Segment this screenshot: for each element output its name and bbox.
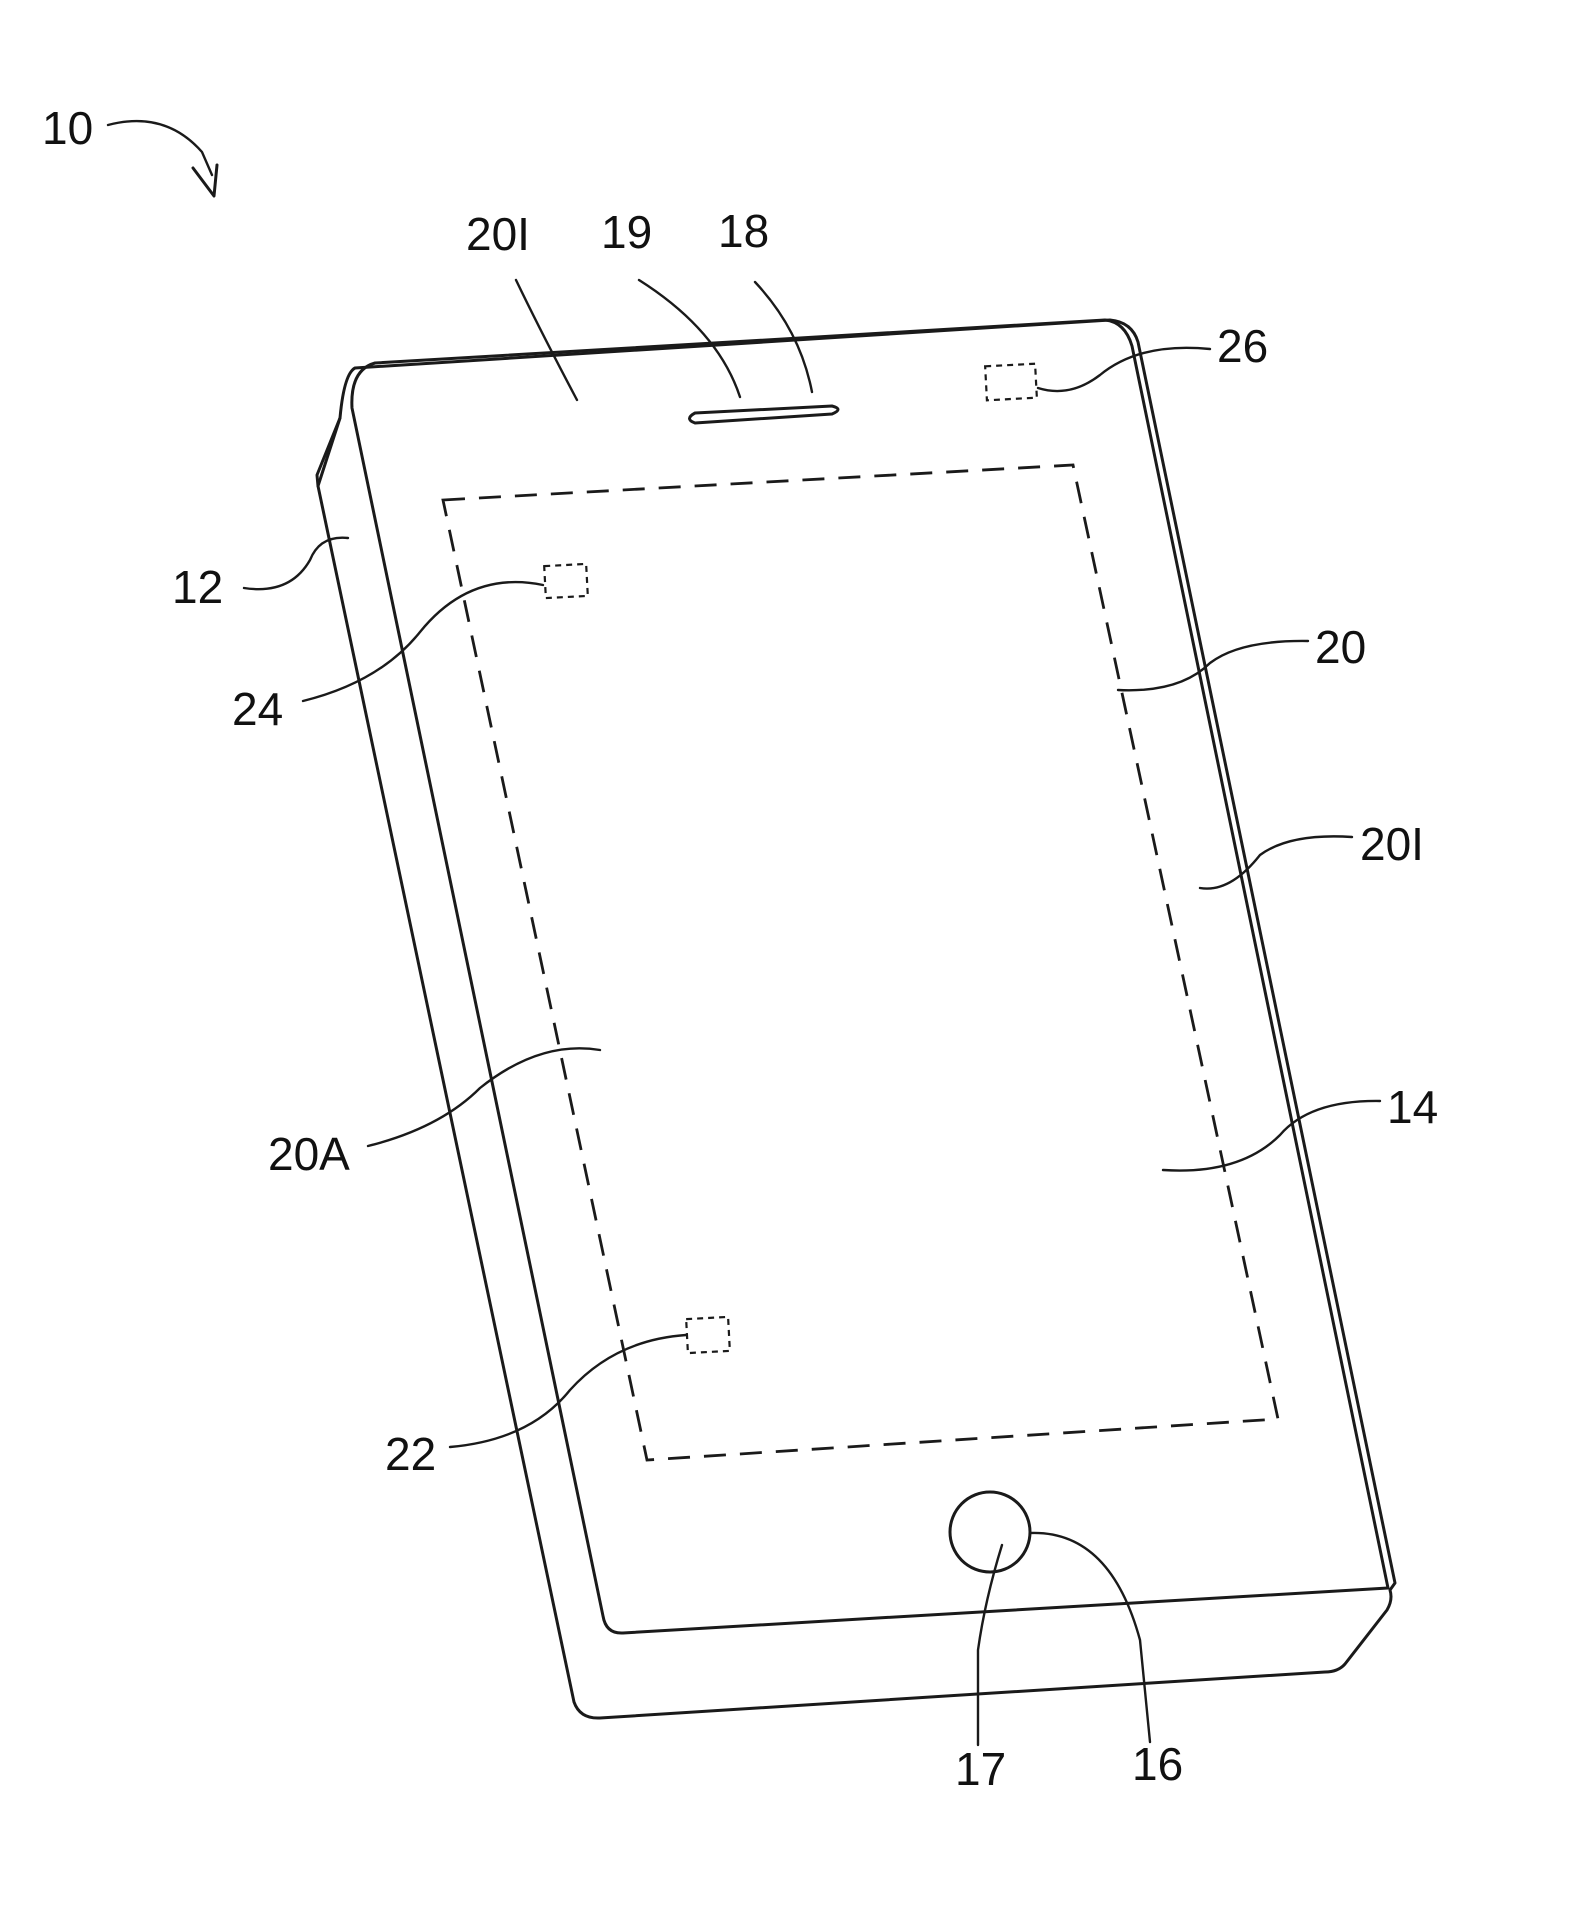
label-24: 24 xyxy=(232,683,283,735)
display-active-area-outline xyxy=(443,465,1278,1460)
label-14: 14 xyxy=(1387,1081,1438,1133)
front-face xyxy=(352,320,1388,1633)
label-12: 12 xyxy=(172,561,223,613)
label-22: 22 xyxy=(385,1428,436,1480)
label-20i-top: 20I xyxy=(466,208,530,260)
component-26 xyxy=(985,364,1037,401)
leader-lines xyxy=(244,280,1380,1745)
label-20: 20 xyxy=(1315,621,1366,673)
label-18: 18 xyxy=(718,205,769,257)
label-17: 17 xyxy=(955,1743,1006,1795)
label-10: 10 xyxy=(42,102,93,154)
component-22 xyxy=(686,1317,730,1353)
component-24 xyxy=(544,564,588,598)
device-arrow xyxy=(108,121,217,196)
speaker-slot xyxy=(690,406,839,423)
home-button xyxy=(950,1492,1030,1572)
label-26: 26 xyxy=(1217,320,1268,372)
label-20i-right: 20I xyxy=(1360,818,1424,870)
label-16: 16 xyxy=(1132,1738,1183,1790)
label-19: 19 xyxy=(601,206,652,258)
label-20a: 20A xyxy=(268,1128,350,1180)
